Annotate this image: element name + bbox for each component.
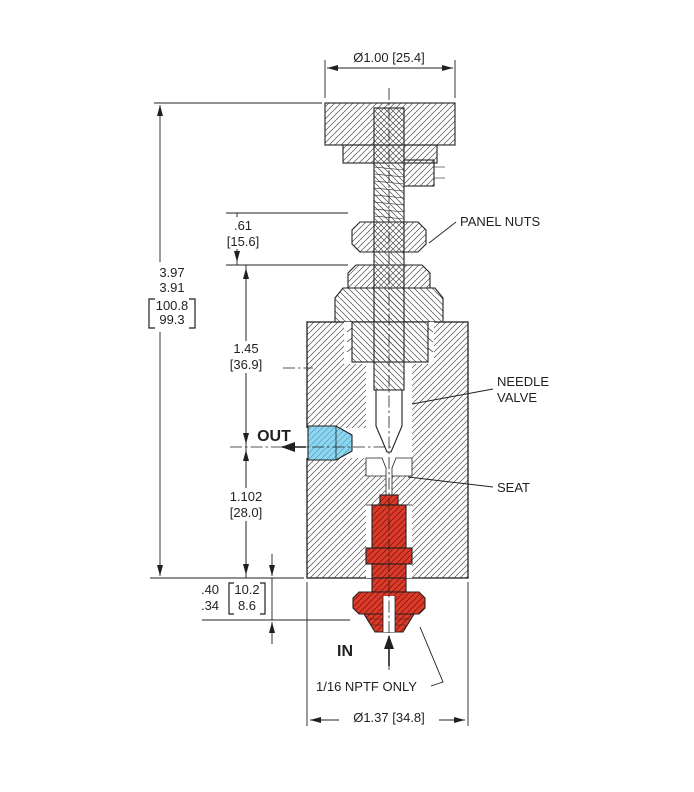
dim-text-knob-in: .61 (234, 218, 252, 233)
nptf-leader (419, 626, 444, 687)
valve-assembly (306, 102, 469, 633)
dim-text-low-mm: [28.0] (230, 505, 263, 520)
dim-text-knob-mm: [15.6] (227, 234, 260, 249)
dim-text-base-in-a: .40 (201, 582, 219, 597)
centerlines (230, 88, 391, 670)
dim-knob-height: .61 [15.6] (220, 212, 348, 266)
dim-text-overall-in-b: 3.91 (159, 280, 184, 295)
dim-mid-height: 1.45 [36.9] (221, 265, 271, 447)
dim-text-base-diameter: Ø1.37 [34.8] (353, 710, 425, 725)
dim-text-mid-in: 1.45 (233, 341, 258, 356)
label-needle-line1: NEEDLE (497, 374, 549, 389)
dim-text-overall-mm-b: 99.3 (159, 312, 184, 327)
seat-leader (407, 476, 494, 488)
needle-valve-leader (411, 388, 494, 405)
dim-base-diameter: Ø1.37 [34.8] (306, 582, 469, 726)
dim-text-overall-in-a: 3.97 (159, 265, 184, 280)
label-seat: SEAT (497, 480, 530, 495)
set-screw (403, 159, 435, 187)
label-panel-nuts: PANEL NUTS (460, 214, 541, 229)
dim-text-top-diameter: Ø1.00 [25.4] (353, 50, 425, 65)
dim-base-height: .40 .34 10.2 8.6 (201, 554, 350, 644)
label-nptf: 1/16 NPTF ONLY (316, 679, 417, 694)
label-in: IN (337, 643, 353, 660)
bracket-right (189, 298, 196, 329)
dim-overall-height: 3.97 3.91 100.8 99.3 (141, 102, 322, 579)
dim-top-diameter: Ø1.00 [25.4] (324, 50, 456, 98)
label-out: OUT (257, 428, 291, 445)
seat-left (365, 457, 387, 477)
bracket-left (148, 298, 155, 329)
dimensions: Ø1.00 [25.4] 3.97 3.91 100.8 99.3 .61 [1… (141, 50, 469, 726)
seat-right (391, 457, 413, 477)
dim-low-height: 1.102 [28.0] (218, 447, 274, 578)
dim-text-overall-mm-a: 100.8 (156, 298, 189, 313)
bracket-left (228, 582, 234, 615)
dim-text-base-in-b: .34 (201, 598, 219, 613)
bracket-right (260, 582, 266, 615)
panel-nuts-leader (428, 221, 457, 244)
dim-text-low-in: 1.102 (230, 489, 263, 504)
dim-text-mid-mm: [36.9] (230, 357, 263, 372)
labels: PANEL NUTS NEEDLE VALVE SEAT 1/16 NPTF O… (257, 214, 549, 694)
label-needle-line2: VALVE (497, 390, 537, 405)
out-fitting (307, 425, 353, 461)
dim-text-base-mm-a: 10.2 (234, 582, 259, 597)
dim-text-base-mm-b: 8.6 (238, 598, 256, 613)
